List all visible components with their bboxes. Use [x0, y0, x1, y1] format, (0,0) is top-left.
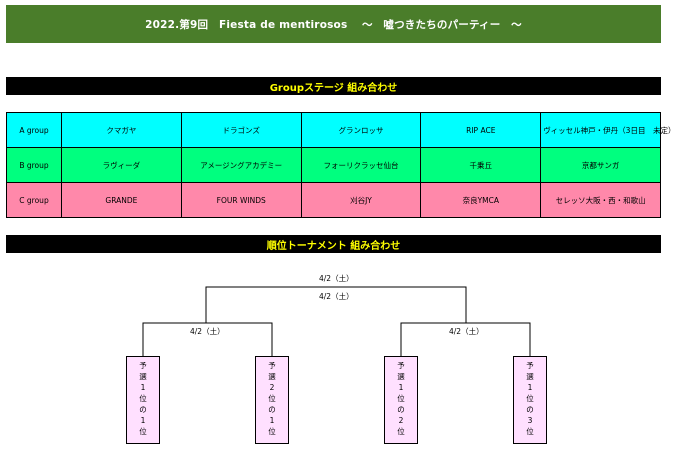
group-c-team-1: GRANDE [61, 182, 182, 218]
bracket-semi-right-line [400, 322, 531, 356]
group-a-row: A group クマガヤ ドラゴンズ グランロッサ RIP ACE ヴィッセル神… [6, 112, 675, 148]
group-b-team-2: アメージングアカデミー [180, 147, 302, 183]
group-c-label: C group [6, 182, 62, 218]
group-c-team-3: 刈谷JY [300, 182, 422, 218]
group-b-label: B group [6, 147, 62, 183]
semi-left-date: 4/2（土） [190, 327, 225, 336]
group-b-team-4: 千乗丘 [420, 147, 542, 183]
group-stage-heading: Groupステージ 組み合わせ [6, 77, 661, 95]
group-c-team-5: セレッソ大阪・西・和歌山 [540, 182, 661, 218]
group-c-team-2: FOUR WINDS [180, 182, 302, 218]
group-a-team-5: ヴィッセル神戸・伊丹（3日目 未定） [540, 112, 675, 148]
final-date-bottom: 4/2（土） [319, 292, 354, 301]
group-table: A group クマガヤ ドラゴンズ グランロッサ RIP ACE ヴィッセル神… [6, 112, 675, 218]
group-b-team-3: フォーリクラッセ仙台 [300, 147, 422, 183]
group-a-team-1: クマガヤ [61, 112, 182, 148]
bracket-semi-left-line [142, 322, 273, 356]
group-a-team-2: ドラゴンズ [180, 112, 302, 148]
final-date-top: 4/2（土） [319, 274, 354, 283]
semi-right-date: 4/2（土） [449, 327, 484, 336]
tournament-heading: 順位トーナメント 組み合わせ [6, 235, 661, 253]
group-a-label: A group [6, 112, 62, 148]
bracket-final-line [205, 286, 467, 323]
group-c-team-4: 奈良YMCA [420, 182, 542, 218]
page-banner: 2022.第9回 Fiesta de mentirosos 〜 嘘つきたちのパー… [6, 5, 661, 43]
group-a-team-4: RIP ACE [420, 112, 542, 148]
group-c-row: C group GRANDE FOUR WINDS 刈谷JY 奈良YMCA セレ… [6, 182, 661, 218]
